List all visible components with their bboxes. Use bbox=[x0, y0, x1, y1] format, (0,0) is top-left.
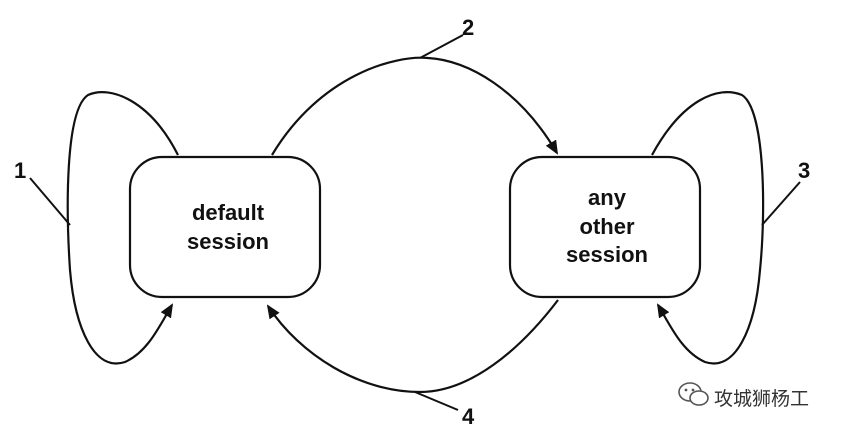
node-other-line-1: any bbox=[588, 185, 627, 210]
node-other-line-3: session bbox=[566, 242, 648, 267]
transition-label-1: 1 bbox=[14, 158, 26, 183]
node-any-other-session: any other session bbox=[508, 155, 702, 299]
transition-4-arc bbox=[266, 299, 559, 394]
leader-line-1 bbox=[29, 177, 71, 226]
wechat-icon bbox=[678, 382, 709, 406]
watermark-text: 攻城狮杨工 bbox=[714, 388, 809, 410]
transition-label-2: 2 bbox=[462, 15, 474, 40]
node-default-session: default session bbox=[128, 155, 322, 299]
transition-1-loop bbox=[66, 91, 179, 365]
transition-label-4: 4 bbox=[462, 404, 475, 429]
node-default-line-2: session bbox=[187, 229, 269, 254]
leader-line-2 bbox=[419, 34, 464, 59]
transition-3-loop bbox=[651, 91, 765, 365]
node-other-line-2: other bbox=[580, 214, 635, 239]
transition-label-3: 3 bbox=[798, 158, 810, 183]
watermark: 攻城狮杨工 bbox=[678, 382, 809, 410]
node-default-line-1: default bbox=[192, 200, 265, 225]
leader-line-4 bbox=[414, 391, 459, 411]
leader-line-3 bbox=[761, 181, 801, 226]
transition-2-arc bbox=[271, 56, 559, 156]
